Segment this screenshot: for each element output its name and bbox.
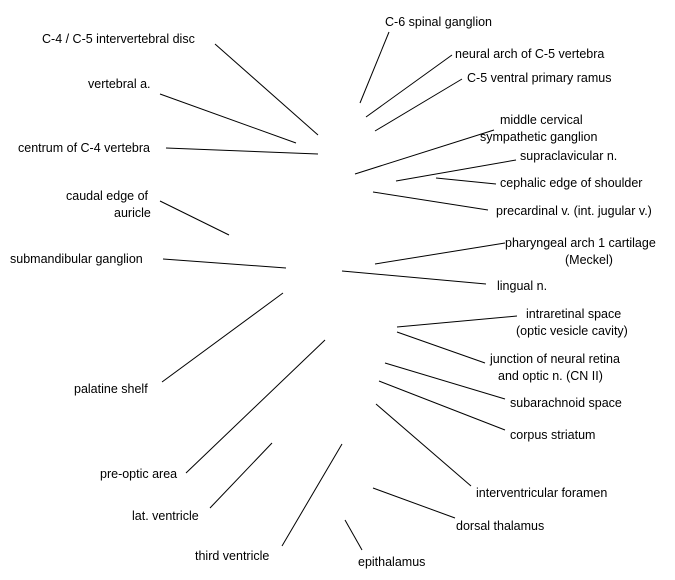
leader-line-precardinal-v — [372, 191, 489, 211]
label-pharyngeal-arch-1-line2: (Meckel) — [565, 253, 613, 267]
label-palatine-shelf: palatine shelf — [74, 382, 148, 396]
label-vertebral-a: vertebral a. — [88, 77, 151, 91]
leader-line-middle-cervical-ganglion — [354, 129, 495, 175]
label-c5-ventral-ramus: C-5 ventral primary ramus — [467, 71, 611, 85]
label-caudal-edge-auricle-line2: auricle — [114, 206, 151, 220]
leader-line-caudal-edge-auricle — [159, 200, 230, 236]
label-c4-c5-disc: C-4 / C-5 intervertebral disc — [42, 32, 195, 46]
label-caudal-edge-auricle-line1: caudal edge of — [66, 189, 149, 203]
leader-line-third-ventricle — [281, 443, 343, 547]
leader-line-lat-ventricle — [209, 442, 273, 509]
label-middle-cervical-ganglion-line2: sympathetic ganglion — [480, 130, 597, 144]
label-middle-cervical-ganglion-line1: middle cervical — [500, 113, 583, 127]
leader-line-junction-retina — [396, 331, 486, 364]
label-junction-retina-line2: and optic n. (CN II) — [498, 369, 603, 383]
leader-line-lingual-n — [341, 270, 487, 285]
label-intraretinal-space-line2: (optic vesicle cavity) — [516, 324, 628, 338]
labels: C-6 spinal ganglion C-4 / C-5 interverte… — [10, 15, 656, 569]
label-epithalamus: epithalamus — [358, 555, 425, 569]
leader-line-cephalic-edge-shoulder — [435, 177, 497, 185]
leader-line-pharyngeal-arch-1 — [374, 242, 506, 265]
label-interventricular-foramen: interventricular foramen — [476, 486, 607, 500]
label-centrum-c4: centrum of C-4 vertebra — [18, 141, 150, 155]
label-pharyngeal-arch-1-line1: pharyngeal arch 1 cartilage — [505, 236, 656, 250]
leader-line-vertebral-a — [159, 93, 297, 144]
label-intraretinal-space-line1: intraretinal space — [526, 307, 621, 321]
leader-line-interventricular-foramen — [375, 403, 472, 487]
label-junction-retina-line1: junction of neural retina — [489, 352, 620, 366]
leader-line-dorsal-thalamus — [372, 487, 456, 519]
label-pre-optic-area: pre-optic area — [100, 467, 177, 481]
label-supraclavicular-n: supraclavicular n. — [520, 149, 617, 163]
leader-line-supraclavicular-n — [395, 159, 517, 182]
leader-line-pre-optic-area — [185, 339, 326, 474]
leader-line-c6-spinal-ganglion — [359, 31, 390, 104]
leader-line-submandibular-ganglion — [162, 258, 287, 269]
label-corpus-striatum: corpus striatum — [510, 428, 595, 442]
label-cephalic-edge-shoulder: cephalic edge of shoulder — [500, 176, 642, 190]
leader-line-palatine-shelf — [161, 292, 284, 383]
label-c6-spinal-ganglion: C-6 spinal ganglion — [385, 15, 492, 29]
leader-line-c5-ventral-ramus — [374, 78, 463, 132]
label-third-ventricle: third ventricle — [195, 549, 269, 563]
label-precardinal-v: precardinal v. (int. jugular v.) — [496, 204, 652, 218]
leader-line-neural-arch-c5 — [365, 54, 453, 118]
leader-line-corpus-striatum — [378, 380, 506, 431]
leader-line-centrum-c4 — [165, 147, 319, 155]
label-submandibular-ganglion: submandibular ganglion — [10, 252, 143, 266]
label-lat-ventricle: lat. ventricle — [132, 509, 199, 523]
label-dorsal-thalamus: dorsal thalamus — [456, 519, 544, 533]
leader-lines — [159, 31, 518, 551]
leader-line-subarachnoid-space — [384, 362, 506, 400]
leader-line-intraretinal-space — [396, 315, 518, 328]
label-lingual-n: lingual n. — [497, 279, 547, 293]
label-neural-arch-c5: neural arch of C-5 vertebra — [455, 47, 604, 61]
leader-line-epithalamus — [344, 519, 363, 551]
label-subarachnoid-space: subarachnoid space — [510, 396, 622, 410]
leader-line-c4-c5-disc — [214, 43, 319, 136]
